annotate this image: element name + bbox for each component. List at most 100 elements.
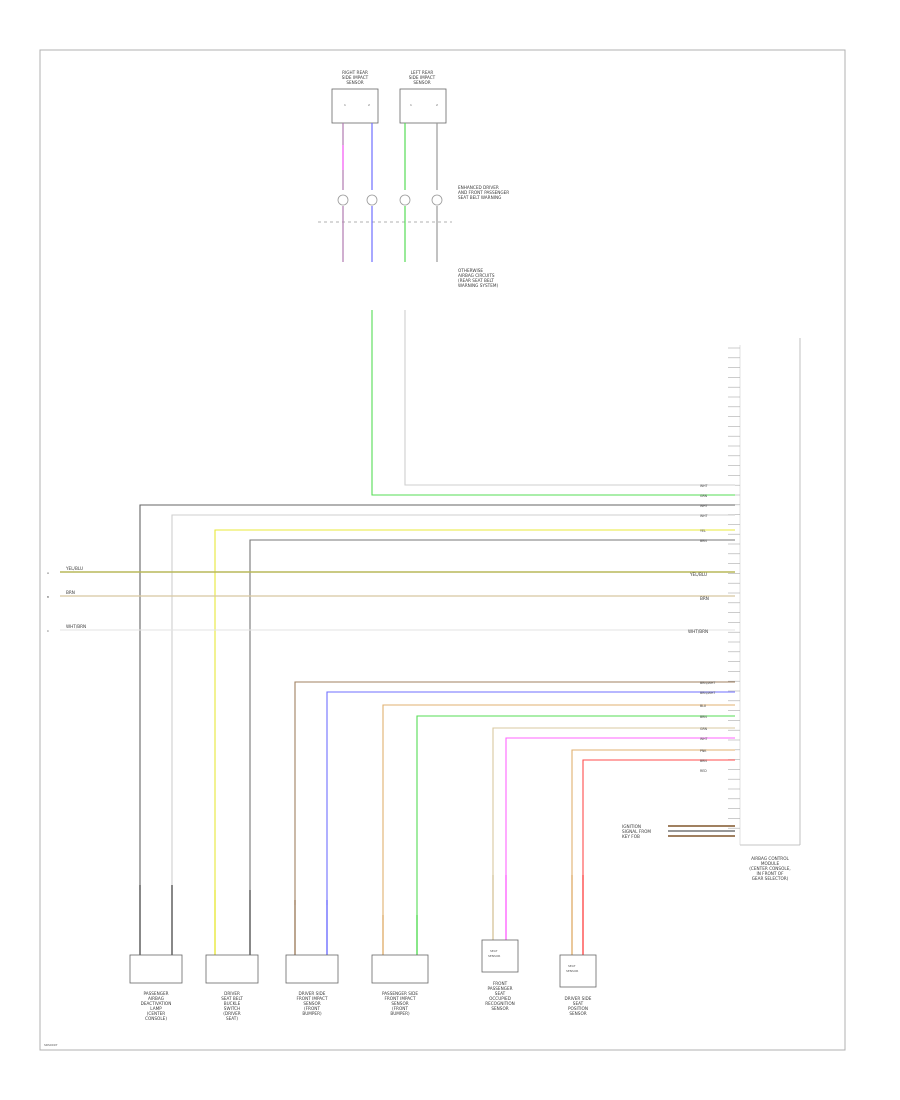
module-wire-label: WHT xyxy=(700,514,708,518)
passenger-airbag-deactivation-lamp: PASSENGER AIRBAG DEACTIVATION LAMP (CENT… xyxy=(129,954,183,1021)
module-wire-label: GRN xyxy=(700,727,708,731)
diagram-ref: SRS0097 xyxy=(44,1043,58,1047)
top-component-right-rear: RIGHT REAR SIDE IMPACT SENSOR 1 2 xyxy=(331,70,379,124)
module-label-line: IN FRONT OF xyxy=(756,871,784,876)
component-label-line: SWITCH xyxy=(224,1006,240,1011)
module-wire-label: BRN xyxy=(700,715,707,719)
module-wire-label: WHT xyxy=(700,484,708,488)
pin-label: 2 xyxy=(368,103,370,107)
bus-wire-label: BRN xyxy=(66,590,75,595)
bus-wire-label: WHT/BRN xyxy=(66,624,86,629)
component-label-line: BUCKLE xyxy=(224,1001,241,1006)
module-wire-label: BRN/WHT xyxy=(700,691,715,695)
module-wires xyxy=(60,310,735,920)
component-label-line: OCCUPIED xyxy=(489,996,511,1001)
bottom-components: PASSENGER AIRBAG DEACTIVATION LAMP (CENT… xyxy=(129,875,597,1021)
pin-label: 1 xyxy=(344,103,346,107)
top-label-line: LEFT REAR xyxy=(411,70,434,75)
module-wire-label: BLU xyxy=(700,704,707,708)
component-label-line: CONSOLE) xyxy=(145,1016,167,1021)
passenger-side-front-impact-sensor: PASSENGER SIDE FRONT IMPACT SENSOR (FRON… xyxy=(371,954,429,1016)
component-label-line: SENSOR xyxy=(391,1001,408,1006)
component-label-line: FRONT xyxy=(493,981,508,986)
bus-wire-label: YEL/BLU xyxy=(65,566,83,571)
component-label-line: PASSENGER xyxy=(143,991,168,996)
splice-note-line: AIRBAG CIRCUITS xyxy=(458,273,495,278)
module-input-label: KEY FOB xyxy=(622,834,640,839)
module-wire-label: WHT xyxy=(700,504,708,508)
component-label-line: (FRONT xyxy=(304,1006,320,1011)
box-label: SEAT xyxy=(568,964,576,968)
top-label-line: SENSOR xyxy=(346,80,363,85)
box-label: SEAT xyxy=(490,949,498,953)
driver-side-seat-position-sensor: SEAT SENSOR DRIVER SIDE SEAT POSITION SE… xyxy=(559,954,597,1016)
component-label-line: PASSENGER SIDE xyxy=(382,991,418,996)
top-sensor-wires xyxy=(342,123,438,190)
component-label-line: DRIVER xyxy=(224,991,240,996)
module-label-line: GEAR SELECTOR) xyxy=(752,876,789,881)
component-label-line: BUMPER) xyxy=(302,1011,322,1016)
bus-wire-label-right: BRN xyxy=(700,596,709,601)
connector-note-line: AND FRONT PASSENGER xyxy=(458,190,509,195)
connector-note-line: ENHANCED DRIVER xyxy=(458,185,499,190)
module-wire-label: YEL xyxy=(700,529,706,533)
bus-wire-label-right: YEL/BLU xyxy=(689,572,707,577)
top-component-left-rear: LEFT REAR SIDE IMPACT SENSOR 1 2 xyxy=(399,70,447,124)
module-pin-column xyxy=(728,347,740,829)
left-ref: B xyxy=(47,595,49,599)
component-label-line: DRIVER SIDE xyxy=(565,996,592,1001)
top-label-line: SIDE IMPACT xyxy=(409,75,436,80)
module-wire-label: BRN/WHT xyxy=(700,681,715,685)
top-label-line: SIDE IMPACT xyxy=(342,75,369,80)
component-label-line: SENSOR xyxy=(303,1001,320,1006)
top-label-line: RIGHT REAR xyxy=(342,70,368,75)
component-label-line: LAMP xyxy=(150,1006,162,1011)
diagram-frame xyxy=(39,49,846,1051)
splice-note-line: WARNING SYSTEM) xyxy=(458,283,498,288)
component-label-line: FRONT IMPACT xyxy=(296,996,327,1001)
box-label: SENSOR xyxy=(566,969,578,973)
module-wire-labels: WHT GRN WHT WHT YEL BRN BRN/WHT BRN/WHT BLU BRN GR… xyxy=(700,484,715,773)
module-label-line: AIRBAG CONTROL xyxy=(751,856,789,861)
module-input-label: SIGNAL FROM xyxy=(622,829,651,834)
component-label-line: SEAT xyxy=(495,991,506,996)
splice-note-line: (REAR SEAT BELT xyxy=(458,278,494,283)
connector-row xyxy=(337,194,443,206)
sensor-box xyxy=(331,88,379,124)
module-wire-label: PNK xyxy=(700,749,707,753)
module-label-line: MODULE xyxy=(761,861,780,866)
component-label-line: AIRBAG xyxy=(148,996,164,1001)
driver-side-front-impact-sensor: DRIVER SIDE FRONT IMPACT SENSOR (FRONT B… xyxy=(285,954,339,1016)
component-label-line: RECOGNITION xyxy=(485,1001,515,1006)
module-wire-label: RED xyxy=(700,769,707,773)
component-label-line: PASSENGER xyxy=(487,986,512,991)
component-label-line: SEAT xyxy=(573,1001,584,1006)
pin-label: 1 xyxy=(410,103,412,107)
left-ref: C xyxy=(47,629,49,633)
component-label-line: SENSOR xyxy=(491,1006,508,1011)
component-label-line: DRIVER SIDE xyxy=(299,991,326,996)
component-label-line: SENSOR xyxy=(569,1011,586,1016)
pin-label: 2 xyxy=(436,103,438,107)
component-label-line: (CENTER xyxy=(147,1011,166,1016)
component-label-line: (FRONT xyxy=(392,1006,408,1011)
driver-seat-belt-buckle-switch: DRIVER SEAT BELT BUCKLE SWITCH (DRIVER S… xyxy=(205,954,259,1021)
module-label-line: (CENTER CONSOLE, xyxy=(749,866,790,871)
component-label-line: DEACTIVATION xyxy=(141,1001,172,1006)
module-input-label: IGNITION xyxy=(622,824,641,829)
box-label: SENSOR xyxy=(488,954,500,958)
module-inputs: IGNITION SIGNAL FROM KEY FOB xyxy=(622,824,735,839)
component-label-line: SEAT) xyxy=(226,1016,238,1021)
component-label-line: (DRIVER xyxy=(223,1011,241,1016)
module-wire-label: GRN xyxy=(700,494,708,498)
bus-wire-label-right: WHT/BRN xyxy=(688,629,708,634)
module-wire-label: BRN xyxy=(700,539,707,543)
left-ref: A xyxy=(47,571,50,575)
sensor-box xyxy=(399,88,447,124)
module-wire-label: WHT xyxy=(700,737,708,741)
top-label-line: SENSOR xyxy=(413,80,430,85)
splice-note-line: OTHERWISE xyxy=(458,268,483,273)
airbag-control-module: AIRBAG CONTROL MODULE (CENTER CONSOLE, I… xyxy=(728,338,801,881)
component-label-line: POSITION xyxy=(568,1006,588,1011)
